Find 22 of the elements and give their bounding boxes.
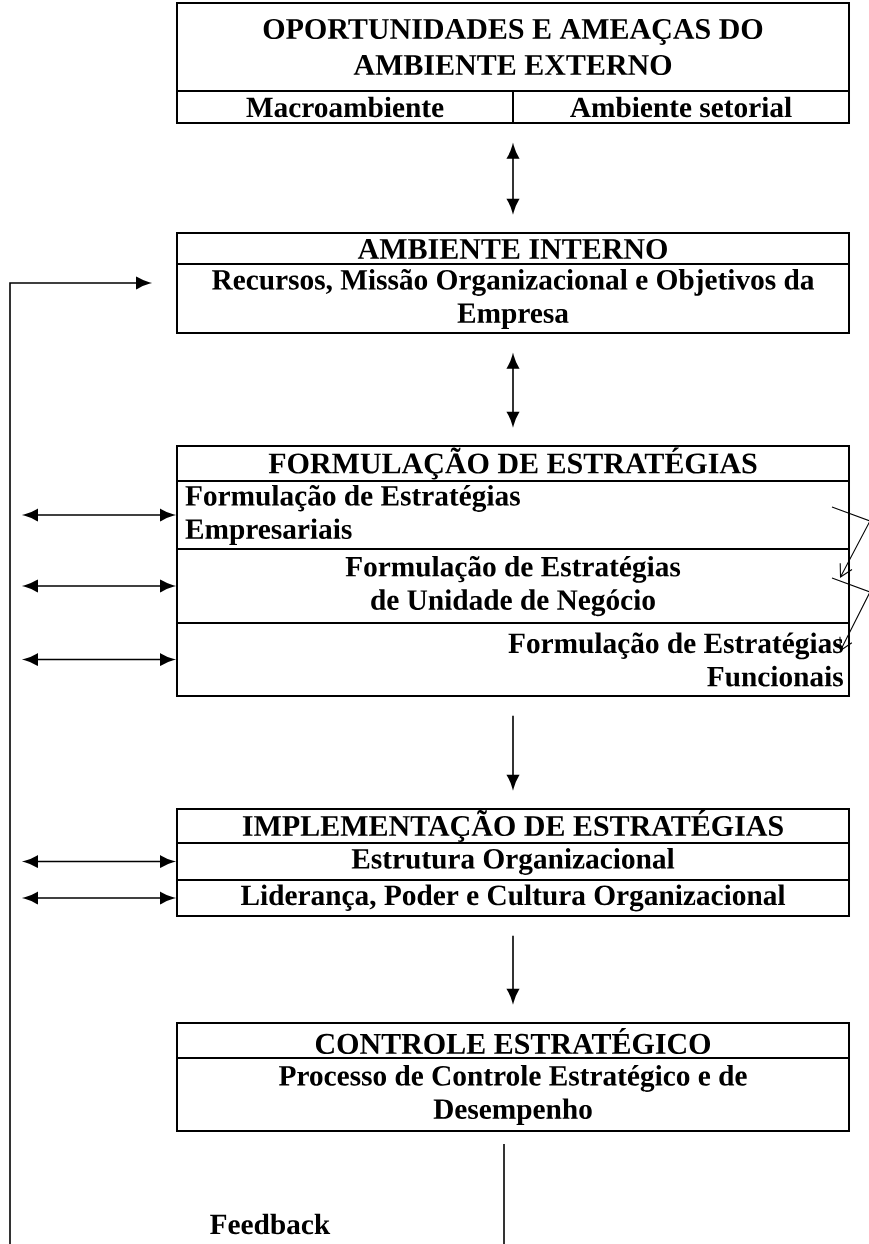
feedback-label: Feedback [210, 1213, 331, 1235]
arrow [24, 509, 174, 521]
arrow [507, 354, 519, 426]
arrow [24, 855, 174, 868]
arrow [507, 934, 519, 1003]
stage-box: CONTROLE ESTRATÉGICO Processo de Controle Estratégico e de Desempenho [175, 1022, 850, 1132]
arrow [507, 144, 519, 213]
stage-box: AMBIENTE INTERNO Recursos, Missão Organizacional e Objetivos da Empresa [175, 232, 850, 334]
table-cell: Ambiente setorial [512, 90, 850, 124]
sub-row: Liderança, Poder e Cultura Organizacional [176, 879, 850, 917]
arrow [24, 892, 174, 904]
arrow [9, 277, 150, 1244]
sub-row: Estrutura Organizacional [176, 842, 850, 881]
sub-row: Formulação de Estratégias Empresariais [176, 480, 850, 550]
sub-row: Formulação de Estratégias de Unidade de Negócio [176, 548, 850, 624]
sub-row: Formulação de Estratégias Funcionais [176, 622, 850, 697]
arrow [507, 714, 519, 789]
arrow [24, 653, 174, 666]
arrow [831, 506, 869, 578]
table-cell: Macroambiente [176, 90, 514, 124]
arrow [831, 577, 869, 652]
arrow [24, 580, 174, 592]
